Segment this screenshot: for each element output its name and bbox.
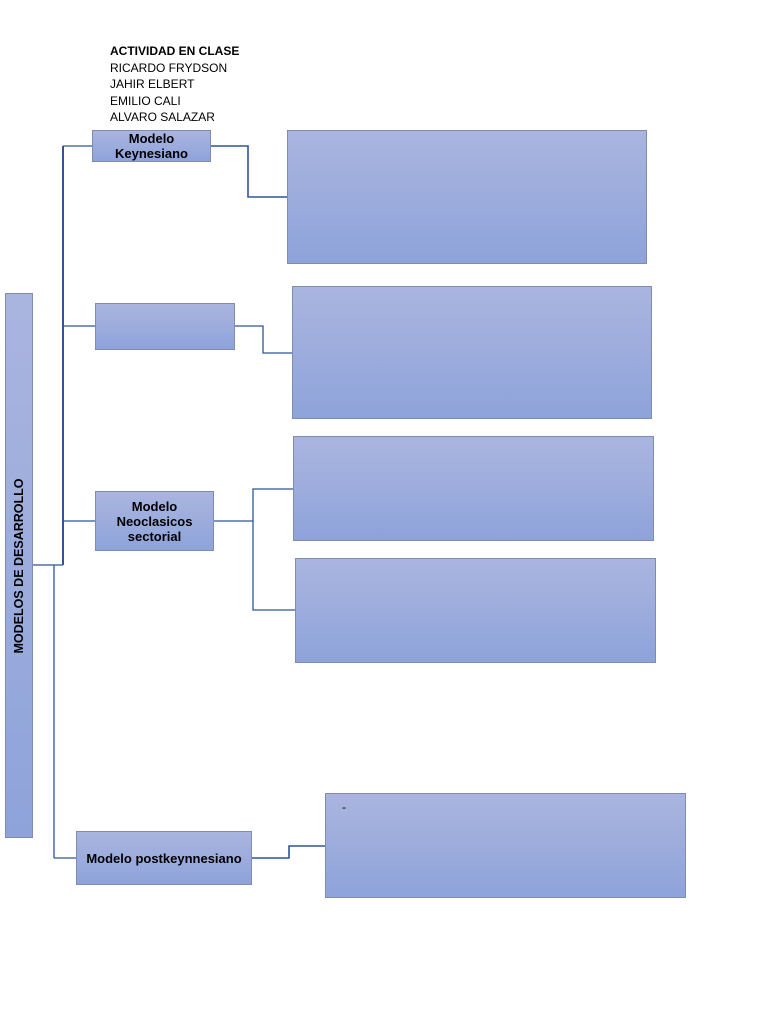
node-postkeynesiano-label: Modelo postkeynnesiano [86, 850, 242, 866]
node-neoclasicos-label: Modelo Neoclasicos sectorial [116, 498, 193, 544]
root-node: MODELOS DE DESARROLLO [5, 293, 33, 838]
detail-box-postkeynesiano: - [325, 793, 686, 898]
connector-keynesiano-detail [211, 145, 287, 198]
detail-dash-text: - [342, 800, 346, 814]
header-block: ACTIVIDAD EN CLASE RICARDO FRYDSON JAHIR… [110, 43, 239, 126]
connector-postkeynesiano-detail [252, 845, 325, 859]
activity-title: ACTIVIDAD EN CLASE [110, 44, 240, 58]
connector-neoclasicos-detail-2 [252, 521, 295, 611]
node-keynesiano-label: Modelo Keynesiano [115, 131, 188, 161]
detail-box-neoclasicos-2 [295, 558, 656, 663]
detail-box-keynesiano [287, 130, 647, 264]
member-name: ALVARO SALAZAR [110, 110, 215, 124]
node-empty [95, 303, 235, 350]
detail-box-empty [292, 286, 652, 419]
root-label: MODELOS DE DESARROLLO [12, 477, 26, 654]
connector-neoclasicos-detail-1 [214, 488, 293, 522]
detail-box-neoclasicos-1 [293, 436, 654, 541]
node-neoclasicos: Modelo Neoclasicos sectorial [95, 491, 214, 551]
member-name: RICARDO FRYDSON [110, 60, 228, 75]
connector-empty-detail [235, 325, 292, 354]
node-keynesiano: Modelo Keynesiano [92, 130, 211, 162]
node-postkeynesiano: Modelo postkeynnesiano [76, 831, 252, 885]
member-name: JAHIR ELBERT [110, 77, 195, 91]
member-name: EMILIO CALI [110, 93, 181, 108]
